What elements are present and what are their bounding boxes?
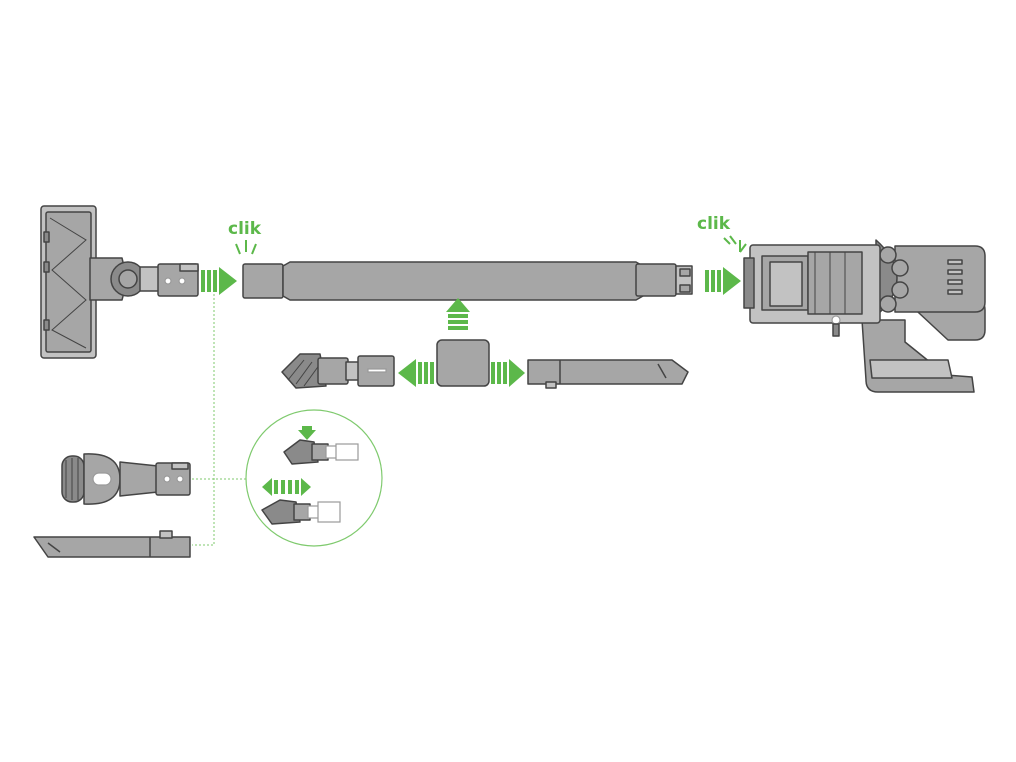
double-arrow-icon [262, 478, 311, 496]
leader-lines [192, 294, 246, 546]
arrow-right-icon [201, 267, 237, 295]
click-label-right: clik [697, 214, 747, 253]
arrow-right-icon [491, 359, 525, 387]
wand-tube-icon [242, 261, 693, 301]
combination-tool-icon [281, 353, 395, 389]
floor-head-icon [40, 205, 199, 359]
click-text: clik [228, 219, 262, 239]
click-label-left: clik [228, 219, 262, 255]
brush-tool-icon [61, 453, 191, 505]
crevice-tool-icon [527, 359, 689, 389]
arrow-left-icon [398, 359, 434, 387]
arrow-right-icon [705, 267, 741, 295]
click-text: clik [697, 214, 731, 234]
vacuum-body-icon [743, 239, 986, 393]
detail-zoom-icon [245, 409, 383, 547]
tool-adapter-icon [436, 339, 490, 387]
arrow-up-icon [446, 298, 470, 330]
crevice-tool-icon [33, 530, 191, 558]
